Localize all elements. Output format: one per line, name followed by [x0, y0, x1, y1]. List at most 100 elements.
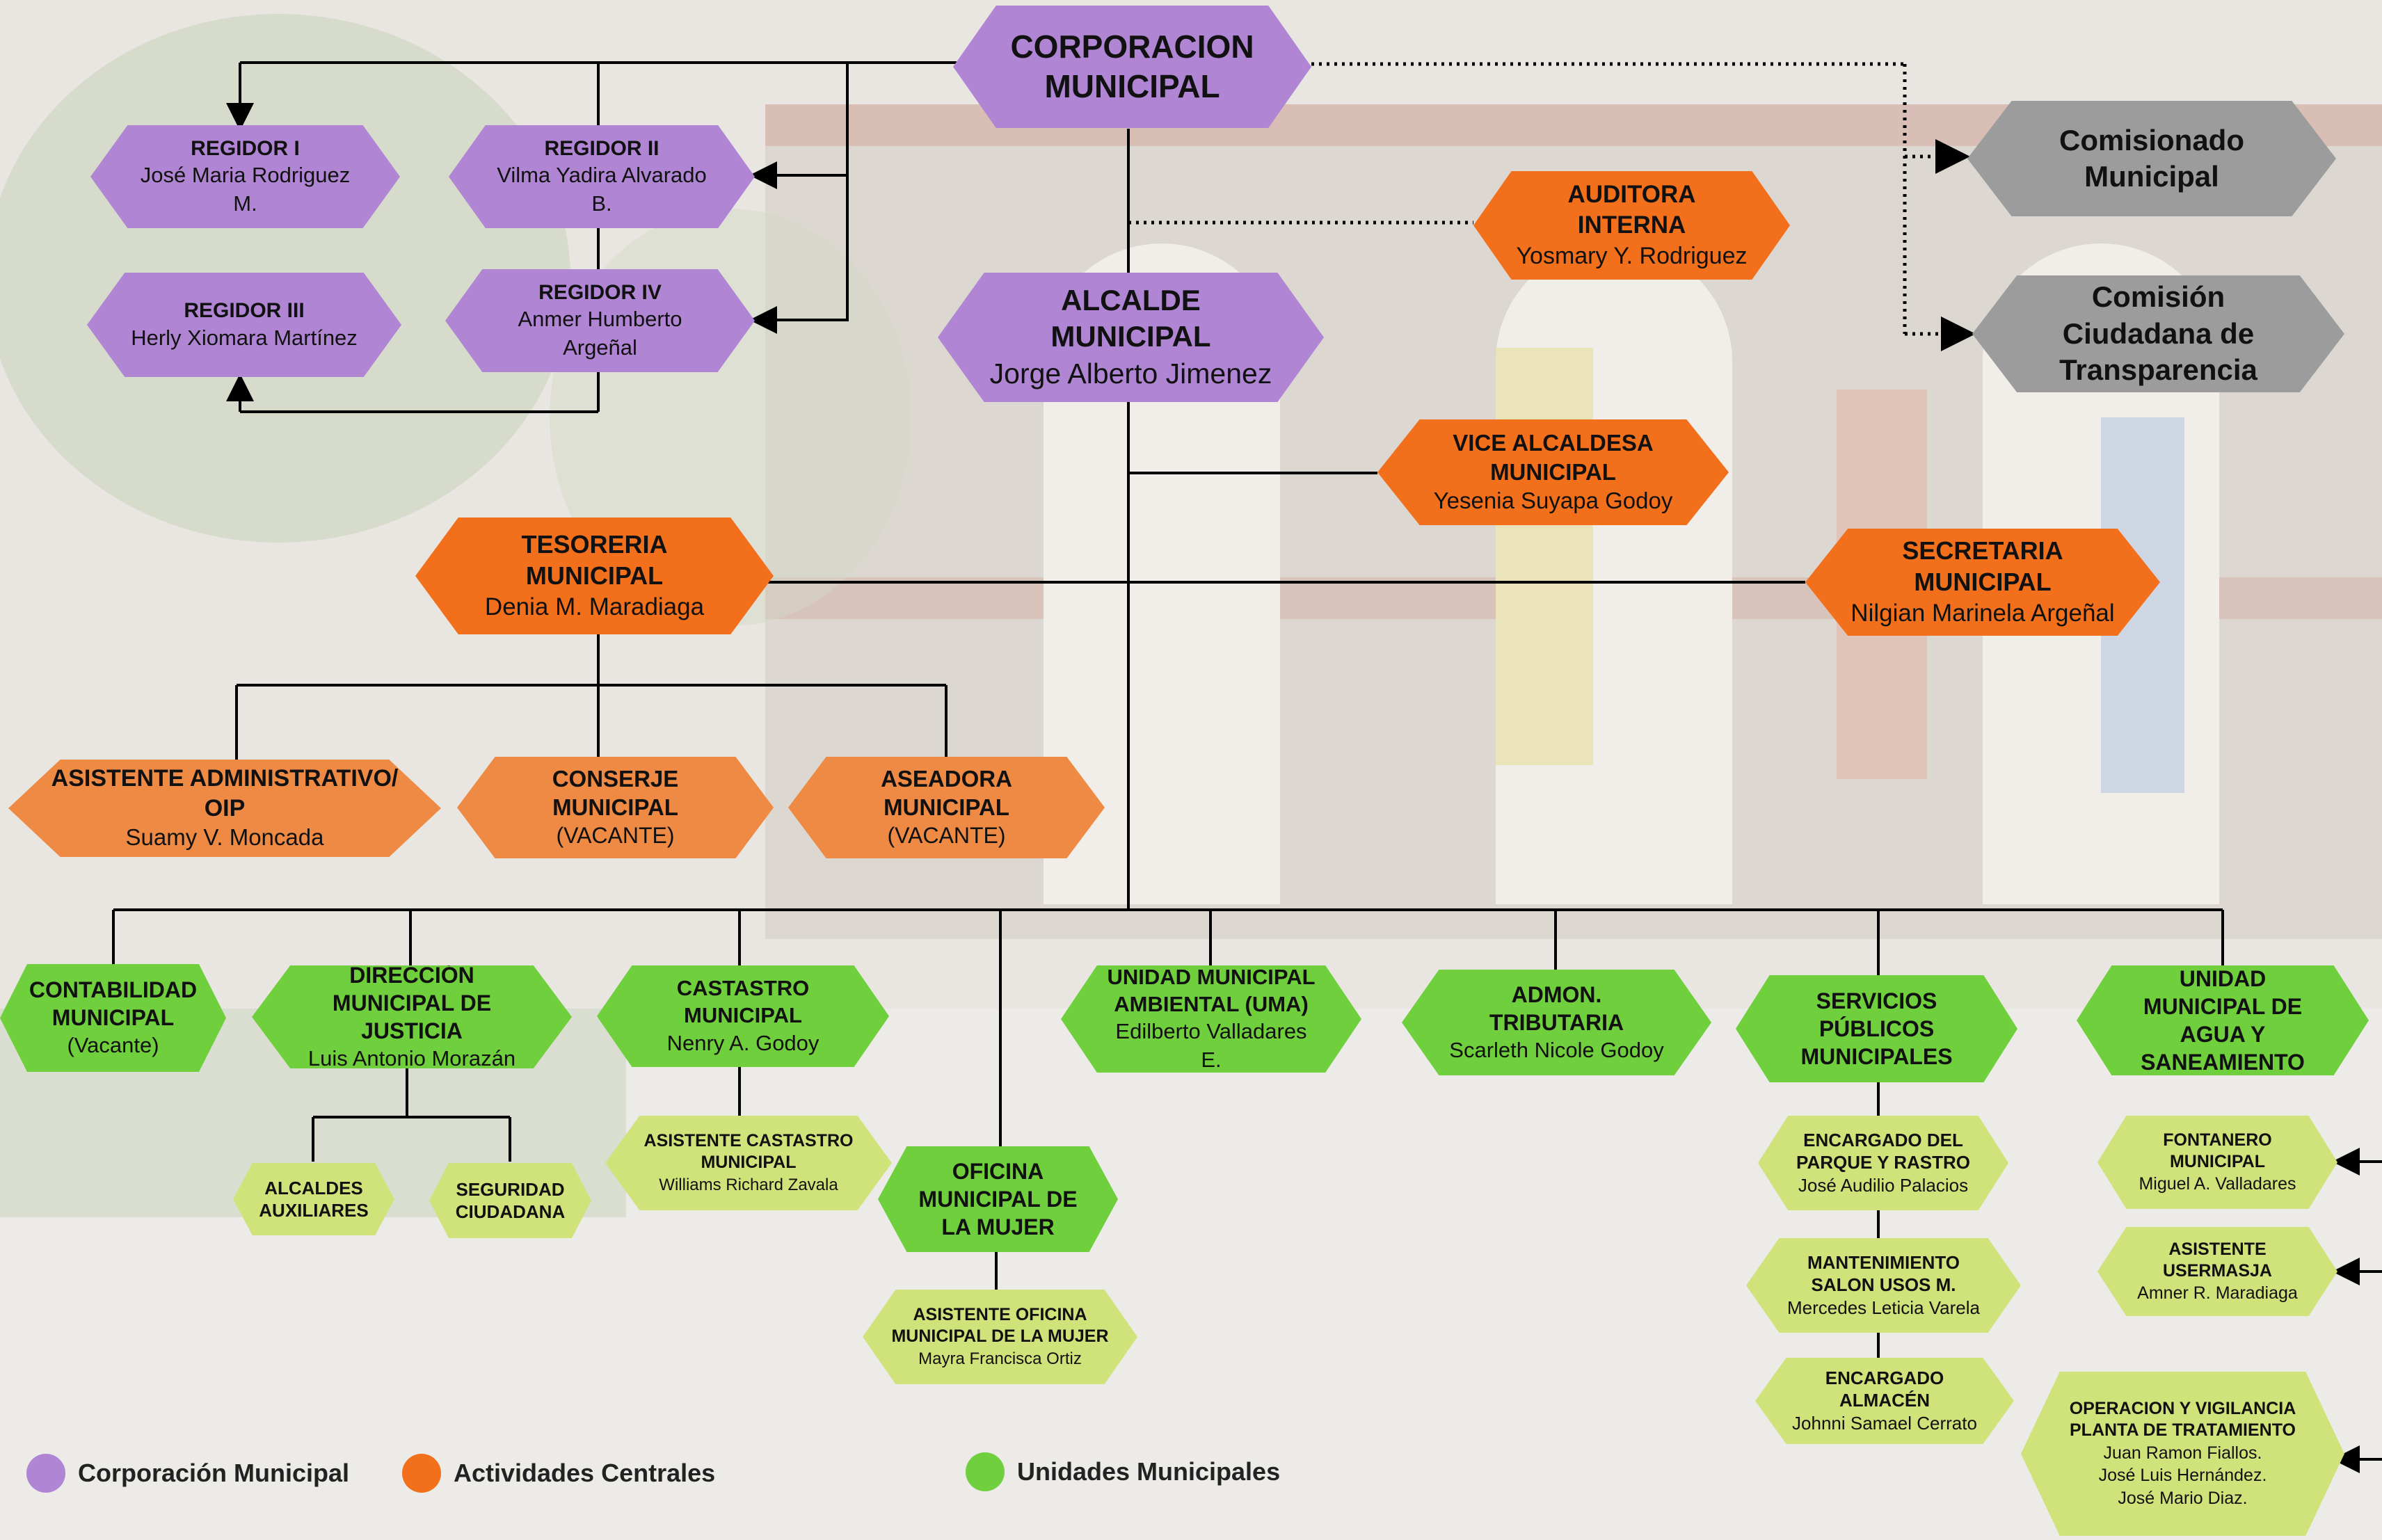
purple-dot-icon — [26, 1454, 65, 1493]
node-title: SEGURIDAD CIUDADANA — [455, 1178, 566, 1223]
node-title: SERVICIOS PÚBLICOS MUNICIPALES — [1800, 988, 1953, 1069]
node-name: Yesenia Suyapa Godoy — [1433, 487, 1673, 513]
asistente-administrativo-node[interactable]: ASISTENTE ADMINISTRATIVO/ OIP Suamy V. M… — [8, 760, 441, 857]
regidor-3-node[interactable]: REGIDOR III Herly Xiomara Martínez — [87, 273, 401, 377]
asistente-oficina-mujer-node[interactable]: ASISTENTE OFICINA MUNICIPAL DE LA MUJER … — [863, 1290, 1137, 1384]
catastro-municipal-node[interactable]: CASTASTRO MUNICIPAL Nenry A. Godoy — [597, 965, 889, 1067]
node-title: Comisionado Municipal — [2059, 123, 2244, 193]
node-title: ALCALDE MUNICIPAL — [1050, 283, 1211, 353]
encargado-parque-node[interactable]: ENCARGADO DEL PARQUE Y RASTRO José Audil… — [1758, 1116, 2008, 1210]
node-title: REGIDOR IV — [538, 280, 662, 304]
auditora-interna-node[interactable]: AUDITORA INTERNA Yosmary Y. Rodriguez — [1473, 171, 1790, 280]
secretaria-municipal-node[interactable]: SECRETARIA MUNICIPAL Nilgian Marinela Ar… — [1805, 529, 2160, 636]
node-title: ASISTENTE ADMINISTRATIVO/ OIP — [51, 765, 399, 821]
node-title: SECRETARIA MUNICIPAL — [1902, 536, 2063, 597]
node-name: (Vacante) — [67, 1033, 159, 1058]
legend-unidades: Unidades Municipales — [966, 1452, 1280, 1491]
unidad-agua-node[interactable]: UNIDAD MUNICIPAL DE AGUA Y SANEAMIENTO — [2077, 965, 2369, 1075]
node-title: ENCARGADO ALMACÉN — [1825, 1367, 1944, 1411]
mantenimiento-salon-node[interactable]: MANTENIMIENTO SALON USOS M. Mercedes Let… — [1746, 1238, 2021, 1333]
node-name: José Mario Diaz. — [2118, 1488, 2248, 1508]
regidor-1-node[interactable]: REGIDOR I José Maria Rodriguez M. — [90, 125, 400, 228]
alcaldes-auxiliares-node[interactable]: ALCALDES AUXILIARES — [233, 1163, 394, 1235]
node-name: Jorge Alberto Jimenez — [989, 357, 1272, 390]
node-title: ALCALDES AUXILIARES — [259, 1177, 369, 1221]
node-name: Herly Xiomara Martínez — [131, 325, 358, 350]
node-name: José Maria Rodriguez M. — [140, 163, 351, 216]
legend-label: Actividades Centrales — [454, 1459, 716, 1487]
node-title: ASISTENTE USERMASJA — [2163, 1239, 2272, 1281]
contabilidad-municipal-node[interactable]: CONTABILIDAD MUNICIPAL (Vacante) — [0, 964, 226, 1072]
node-title: CONSERJE MUNICIPAL — [552, 765, 679, 821]
servicios-publicos-node[interactable]: SERVICIOS PÚBLICOS MUNICIPALES — [1736, 975, 2017, 1082]
node-title: ENCARGADO DEL PARQUE Y RASTRO — [1796, 1129, 1970, 1173]
seguridad-ciudadana-node[interactable]: SEGURIDAD CIUDADANA — [429, 1163, 591, 1238]
asistente-catastro-node[interactable]: ASISTENTE CASTASTRO MUNICIPAL Williams R… — [605, 1116, 892, 1210]
node-title: UNIDAD MUNICIPAL AMBIENTAL (UMA) — [1107, 964, 1316, 1016]
node-title: Comisión Ciudadana de Transparencia — [2059, 280, 2257, 387]
node-title: REGIDOR III — [184, 299, 305, 323]
node-name: Yosmary Y. Rodriguez — [1516, 242, 1748, 269]
tesoreria-municipal-node[interactable]: TESORERIA MUNICIPAL Denia M. Maradiaga — [415, 518, 774, 634]
legend-label: Unidades Municipales — [1017, 1457, 1281, 1486]
node-name: Scarleth Nicole Godoy — [1449, 1037, 1664, 1062]
node-name: Mercedes Leticia Varela — [1787, 1297, 1980, 1318]
green-dot-icon — [966, 1452, 1005, 1491]
regidor-4-node[interactable]: REGIDOR IV Anmer Humberto Argeñal — [445, 269, 755, 372]
node-name: Edilberto Valladares E. — [1115, 1019, 1307, 1072]
admon-tributaria-node[interactable]: ADMON. TRIBUTARIA Scarleth Nicole Godoy — [1402, 970, 1711, 1075]
node-name: Nilgian Marinela Argeñal — [1851, 600, 2115, 627]
node-name: Luis Antonio Morazán — [307, 1045, 516, 1070]
node-title: REGIDOR I — [191, 136, 300, 160]
node-name: Williams Richard Zavala — [659, 1175, 838, 1194]
node-title: UNIDAD MUNICIPAL DE AGUA Y SANEAMIENTO — [2141, 966, 2305, 1075]
node-title: FONTANERO MUNICIPAL — [2163, 1130, 2272, 1171]
node-title: OPERACION Y VIGILANCIA PLANTA DE TRATAMI… — [2069, 1399, 2296, 1441]
node-name: Miguel A. Valladares — [2139, 1174, 2296, 1194]
node-name: José Audilio Palacios — [1798, 1174, 1969, 1196]
node-title: MANTENIMIENTO SALON USOS M. — [1807, 1251, 1960, 1296]
node-title: DIRECCIÓN MUNICIPAL DE JUSTICIA — [332, 962, 492, 1043]
node-title: REGIDOR II — [544, 136, 660, 160]
legend-label: Corporación Municipal — [78, 1459, 350, 1487]
encargado-almacen-node[interactable]: ENCARGADO ALMACÉN Johnni Samael Cerrato — [1755, 1358, 2014, 1444]
comision-transparencia-node[interactable]: Comisión Ciudadana de Transparencia — [1972, 275, 2344, 392]
node-name: Amner R. Maradiaga — [2137, 1283, 2298, 1303]
node-title: CASTASTRO MUNICIPAL — [676, 976, 810, 1027]
node-name: Denia M. Maradiaga — [484, 593, 705, 621]
node-title: ASEADORA MUNICIPAL — [881, 765, 1012, 821]
legend-corporacion: Corporación Municipal — [26, 1454, 349, 1493]
alcalde-municipal-node[interactable]: ALCALDE MUNICIPAL Jorge Alberto Jimenez — [938, 273, 1324, 402]
comisionado-municipal-node[interactable]: Comisionado Municipal — [1967, 101, 2336, 216]
direccion-justicia-node[interactable]: DIRECCIÓN MUNICIPAL DE JUSTICIA Luis Ant… — [252, 965, 572, 1068]
conserje-municipal-node[interactable]: CONSERJE MUNICIPAL (VACANTE) — [457, 757, 774, 858]
regidor-2-node[interactable]: REGIDOR II Vilma Yadira Alvarado B. — [449, 125, 755, 228]
node-name: Anmer Humberto Argeñal — [518, 307, 682, 360]
node-name: Vilma Yadira Alvarado B. — [497, 163, 707, 216]
aseadora-municipal-node[interactable]: ASEADORA MUNICIPAL (VACANTE) — [788, 757, 1105, 858]
node-title: VICE ALCALDESA MUNICIPAL — [1453, 430, 1654, 485]
legend-actividades: Actividades Centrales — [402, 1454, 715, 1493]
node-name: (VACANTE) — [887, 823, 1006, 849]
corporacion-municipal-node[interactable]: CORPORACION MUNICIPAL — [953, 6, 1311, 128]
unidad-ambiental-node[interactable]: UNIDAD MUNICIPAL AMBIENTAL (UMA) Edilber… — [1061, 965, 1361, 1073]
node-name: Suamy V. Moncada — [125, 824, 324, 851]
planta-tratamiento-node[interactable]: OPERACION Y VIGILANCIA PLANTA DE TRATAMI… — [2021, 1372, 2344, 1536]
node-title: AUDITORA INTERNA — [1567, 181, 1696, 239]
asistente-usermasja-node[interactable]: ASISTENTE USERMASJA Amner R. Maradiaga — [2097, 1227, 2337, 1316]
orange-dot-icon — [402, 1454, 441, 1493]
node-title: CORPORACION MUNICIPAL — [1010, 28, 1254, 105]
node-name: José Luis Hernández. — [2098, 1466, 2267, 1485]
fontanero-municipal-node[interactable]: FONTANERO MUNICIPAL Miguel A. Valladares — [2097, 1116, 2337, 1209]
node-title: ASISTENTE CASTASTRO MUNICIPAL — [644, 1131, 854, 1173]
node-name: (VACANTE) — [556, 823, 675, 849]
node-name: Johnni Samael Cerrato — [1792, 1412, 1977, 1434]
node-name: Juan Ramon Fiallos. — [2103, 1443, 2262, 1463]
node-title: ADMON. TRIBUTARIA — [1489, 981, 1624, 1035]
node-title: ASISTENTE OFICINA MUNICIPAL DE LA MUJER — [891, 1305, 1109, 1347]
node-title: TESORERIA MUNICIPAL — [521, 530, 668, 591]
oficina-mujer-node[interactable]: OFICINA MUNICIPAL DE LA MUJER — [878, 1146, 1118, 1252]
vice-alcaldesa-node[interactable]: VICE ALCALDESA MUNICIPAL Yesenia Suyapa … — [1377, 419, 1729, 525]
node-title: OFICINA MUNICIPAL DE LA MUJER — [918, 1159, 1078, 1240]
